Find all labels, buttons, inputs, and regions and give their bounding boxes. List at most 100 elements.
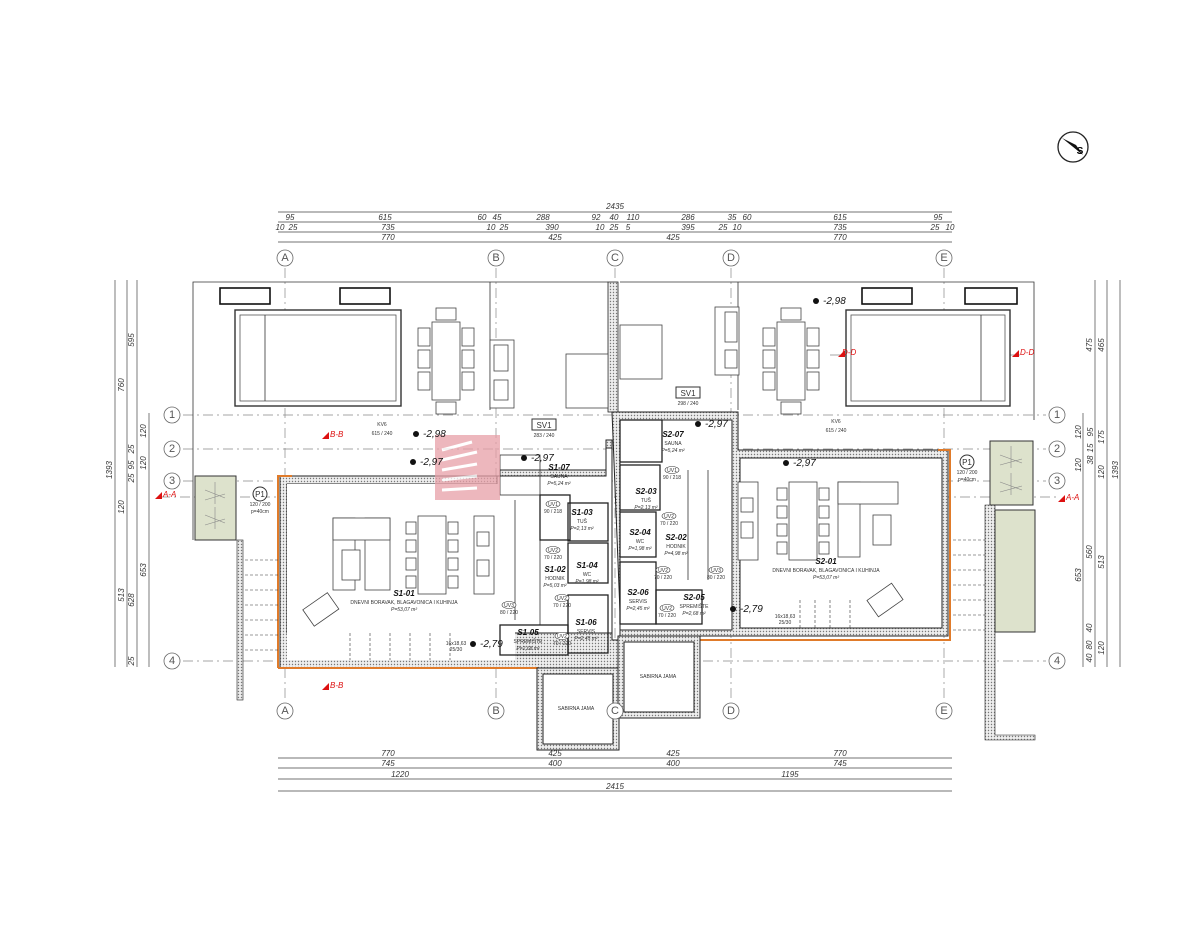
- dim-left: 653: [139, 563, 148, 577]
- window-size: 120 / 200: [957, 470, 978, 476]
- planters: [194, 440, 1036, 633]
- window-note: p=40cm: [958, 477, 976, 483]
- level-value: -2,97: [531, 453, 554, 464]
- grid-column-label: E: [940, 252, 947, 264]
- dim-top-row2: 25: [288, 223, 298, 232]
- dim-left: 120: [139, 456, 148, 470]
- door-tag-label: UV1: [667, 468, 677, 474]
- door-tag: [661, 512, 677, 520]
- room-name: SERVIS: [629, 599, 648, 605]
- room-area: P=5,03 m²: [543, 583, 567, 589]
- dim-right: 475: [1085, 338, 1094, 352]
- room-id: S1-05: [517, 628, 539, 637]
- room-id: S1-03: [571, 508, 593, 517]
- dim-left: 513: [117, 588, 126, 602]
- level-marker-icon: [695, 421, 701, 427]
- level-value: -2,98: [823, 296, 846, 307]
- door-tag: [501, 601, 517, 609]
- outdoor-lounge: [489, 306, 740, 409]
- grid-column-label: A: [281, 705, 289, 717]
- grid-column-label: B: [492, 705, 499, 717]
- level-marker-icon: [783, 460, 789, 466]
- dim-right: 120: [1074, 458, 1083, 472]
- stair-label: 16x18,63: [446, 641, 467, 647]
- window-tag-box: [675, 386, 701, 399]
- room-name: SERVIS: [577, 629, 596, 635]
- dim-right: 40: [1085, 623, 1094, 632]
- dim-left: 25: [127, 473, 136, 483]
- door-size: 70 / 220: [658, 613, 676, 619]
- dim-top-row1: 95: [286, 213, 295, 222]
- door-tag: [554, 594, 570, 602]
- door-tag: [708, 566, 724, 574]
- dim-right: 15: [1086, 443, 1095, 452]
- dim-left: 1393: [105, 461, 114, 479]
- grid-row-label: 4: [1054, 655, 1060, 667]
- grid-column-label: C: [611, 252, 619, 264]
- section-marker-icon: [322, 683, 329, 690]
- dim-top-row2: 735: [381, 223, 395, 232]
- room-name: DNEVNI BORAVAK, BLAGAVONICA I KUHINJA: [772, 568, 880, 574]
- window-tag: KV6: [831, 419, 841, 425]
- section-marker-icon: [838, 350, 845, 357]
- collecting-tanks: SABIRNA JAMA SABIRNA JAMA: [536, 635, 701, 751]
- section-label: B-B: [330, 681, 344, 690]
- door-tag-label: UV3: [711, 568, 721, 574]
- grid-row-label: 1: [169, 409, 175, 421]
- outdoor-dining-right: [762, 307, 820, 415]
- room-area: P=2,13 m²: [634, 505, 658, 511]
- section-marker-icon: [1058, 495, 1065, 502]
- door-tag-label: UV2: [548, 548, 558, 554]
- grid-row-label: 3: [1054, 475, 1060, 487]
- room-name: SPREMIŠTE: [680, 603, 710, 610]
- room-name: TUŠ: [577, 518, 588, 525]
- room-name: TUŠ: [641, 497, 652, 504]
- door-size: 70 / 220: [553, 641, 571, 647]
- grid-row-label: 2: [1054, 443, 1060, 455]
- grid-row-bubble: [1048, 440, 1066, 458]
- room-id: S1-06: [575, 618, 597, 627]
- dim-right: 120: [1097, 465, 1106, 479]
- grid-column-bubble: [935, 702, 953, 720]
- door-tag-label: UV2: [658, 568, 668, 574]
- room-name: WC: [583, 572, 592, 578]
- dim-top-row1: 60: [743, 213, 752, 222]
- room-name: SAUNA: [550, 474, 568, 480]
- dim-top-row2: 25: [930, 223, 940, 232]
- room-name: SAUNA: [664, 441, 682, 447]
- door-tag-label: UV2: [662, 606, 672, 612]
- grid-row-bubble: [1048, 406, 1066, 424]
- door-size: 70 / 220: [544, 555, 562, 561]
- door-tag-label: UV2: [557, 596, 567, 602]
- grid-row-bubble: [163, 652, 181, 670]
- dim-top-row2: 735: [833, 223, 847, 232]
- door-size: 70 / 220: [654, 575, 672, 581]
- grid-column-label: D: [727, 705, 735, 717]
- dim-left: 95: [127, 460, 136, 469]
- level-value: -2,79: [740, 604, 763, 615]
- room-id: S2-01: [815, 557, 837, 566]
- dim-top-row3: 770: [833, 233, 847, 242]
- grid-column-label: A: [281, 252, 289, 264]
- dim-top-row1: 288: [535, 213, 550, 222]
- door-size: 90 / 218: [544, 509, 562, 515]
- window-size: 615 / 240: [826, 428, 847, 434]
- door-size: 90 / 218: [663, 475, 681, 481]
- window-tag: SV1: [536, 421, 552, 430]
- window-size: 298 / 240: [678, 401, 699, 407]
- stair-label: 25/30: [779, 620, 792, 626]
- grid-column-bubble: [276, 249, 294, 267]
- grid-row-label: 4: [169, 655, 175, 667]
- dim-top-row1: 40: [610, 213, 619, 222]
- level-value: -2,97: [420, 457, 443, 468]
- tank-label: SABIRNA JAMA: [558, 706, 595, 712]
- dim-top-row1: 60: [478, 213, 487, 222]
- dim-bottom-row1: 425: [548, 749, 562, 758]
- grid-column-bubble: [606, 249, 624, 267]
- dim-right: 513: [1097, 555, 1106, 569]
- dim-bottom-row1: 425: [666, 749, 680, 758]
- grid-column-label: D: [727, 252, 735, 264]
- level-marker-icon: [413, 431, 419, 437]
- window-tag-circle: [959, 454, 975, 470]
- window-tag: KV6: [377, 422, 387, 428]
